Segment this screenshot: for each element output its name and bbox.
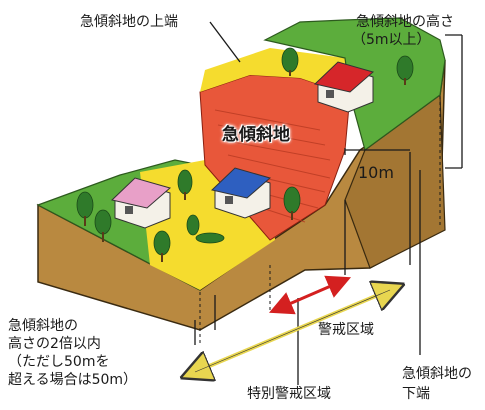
label-slope-top-edge: 急傾斜地の上端 — [80, 14, 178, 30]
label-slope-height-2: （5m以上） — [352, 32, 431, 48]
label-slope-bottom-2: 下端 — [402, 386, 430, 402]
house-top — [313, 61, 375, 113]
label-range-3: （ただし50mを — [8, 354, 110, 370]
house-left — [110, 177, 172, 229]
label-range-1: 急傾斜地の — [8, 318, 78, 334]
label-warning-zone: 警戒区域 — [318, 322, 374, 338]
house-middle — [210, 167, 272, 219]
label-horizontal-distance: 10m — [358, 163, 394, 182]
special-warning-arrow — [268, 275, 352, 315]
label-range-4: 超える場合は50m） — [8, 372, 138, 388]
label-special-warning-zone: 特別警戒区域 — [247, 386, 331, 402]
label-slope-height-1: 急傾斜地の高さ — [356, 14, 454, 30]
trees — [76, 47, 414, 256]
label-range-2: 高さの2倍以内 — [8, 336, 101, 352]
label-slope-bottom-1: 急傾斜地の — [402, 366, 472, 382]
label-steep-slope-area: 急傾斜地 — [222, 125, 290, 145]
tree-trunks — [84, 70, 406, 262]
